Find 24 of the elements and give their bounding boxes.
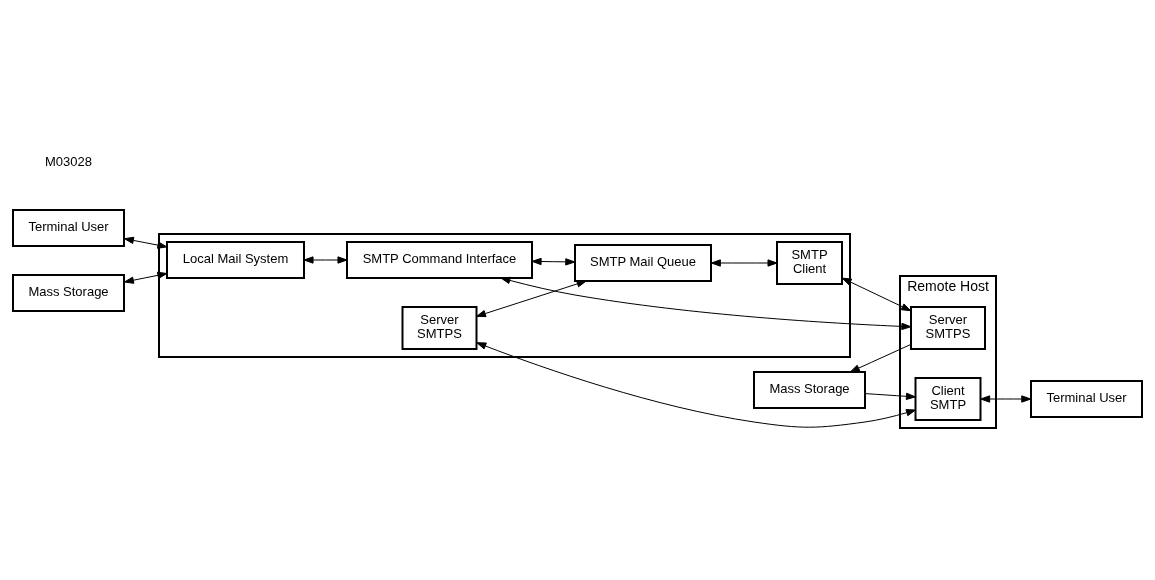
arrow [303,255,348,264]
node-box: Mass Storage [753,370,866,409]
node-box: Local Mail System [166,240,305,279]
node-box: Terminal User [12,208,125,247]
arrow [123,271,168,284]
node-box: Terminal User [1030,379,1143,418]
arrow [710,258,778,267]
arrow [500,276,912,330]
node-box: Client SMTP [914,376,982,421]
node-box: SMTP Client [776,240,843,285]
arrow [980,394,1032,403]
label: M03028 [45,153,92,169]
arrow [476,341,916,428]
node-box: SMTP Command Interface [346,240,533,279]
arrow [841,277,912,311]
node-box: Server SMTPS [401,305,478,350]
arrow [849,343,912,372]
arrow [123,236,168,249]
arrow [476,279,587,317]
node-box: Server SMTPS [910,305,986,350]
arrow [531,257,576,265]
arrow [864,392,916,400]
node-box: SMTP Mail Queue [574,243,712,282]
node-box: Mass Storage [12,273,125,312]
